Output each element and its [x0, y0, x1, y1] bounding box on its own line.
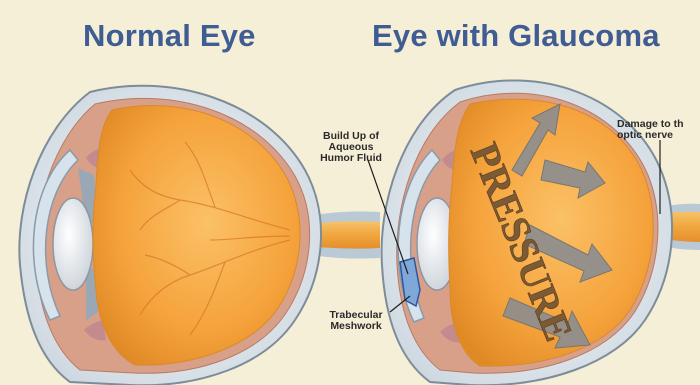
title-normal-eye: Normal Eye	[83, 18, 256, 54]
label-optic-nerve-damage: Damage to th optic nerve	[617, 119, 700, 141]
label-trabecular-meshwork: Trabecular Meshwork	[318, 310, 394, 332]
label-aqueous-fluid: Build Up of Aqueous Humor Fluid	[310, 131, 392, 164]
title-glaucoma-eye: Eye with Glaucoma	[372, 18, 660, 54]
lens-left	[53, 198, 93, 290]
